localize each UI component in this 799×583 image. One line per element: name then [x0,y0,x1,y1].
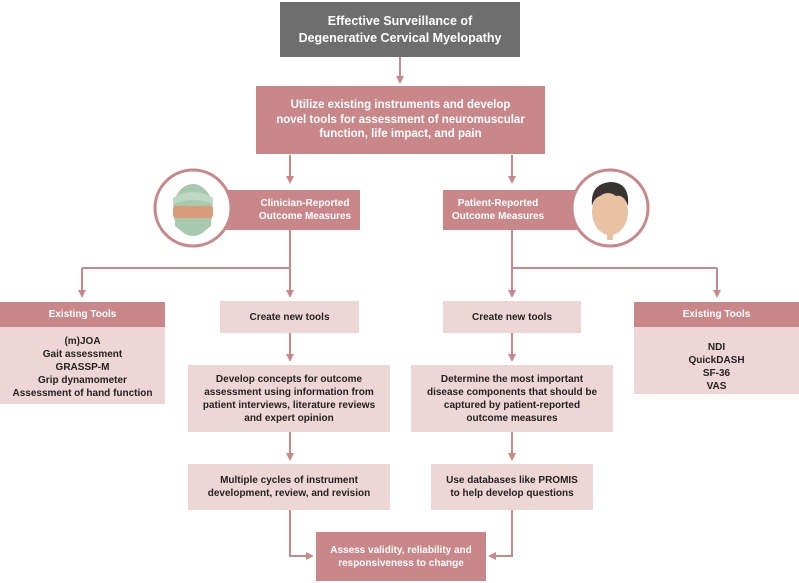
list-item: (m)JOA [64,336,101,347]
list-item: VAS [706,381,727,392]
clinician-develop-concepts: Develop concepts for outcome assessment … [188,365,390,432]
patient-existing-tools: Existing Tools NDI QuickDASH SF-36 VAS [634,302,799,394]
list-item: NDI [707,342,726,353]
clinician-existing-tools: Existing Tools (m)JOA Gait assessment GR… [0,302,165,404]
clinician-existing-tools-list: (m)JOA Gait assessment GRASSP-M Grip dyn… [0,327,165,400]
list-item: GRASSP-M [55,362,110,373]
clinician-reported-box: Clinician-Reported Outcome Measures [220,190,360,230]
patient-create-new-tools: Create new tools [443,301,581,333]
patient-face-icon [570,168,650,248]
clinician-create-new-tools: Create new tools [220,301,359,333]
utilize-box: Utilize existing instruments and develop… [256,86,545,154]
patient-determine-components: Determine the most important disease com… [411,365,613,432]
title-box: Effective Surveillance of Degenerative C… [280,2,520,57]
list-item: Gait assessment [42,349,123,360]
assess-validity-box: Assess validity, reliability and respons… [316,532,486,581]
patient-existing-tools-header: Existing Tools [634,302,799,327]
list-item: Grip dynamometer [38,375,127,386]
masked-clinician-icon [153,168,233,248]
arrow-databases-to-assess [488,510,513,560]
clinician-existing-tools-header: Existing Tools [0,302,165,327]
patient-use-databases: Use databases like PROMIS to help develo… [431,464,593,510]
arrow-cycles-to-assess [289,510,314,560]
list-item: QuickDASH [688,355,745,366]
patient-reported-box: Patient-Reported Outcome Measures [443,190,583,230]
list-item: Assessment of hand function [12,388,153,399]
patient-existing-tools-list: NDI QuickDASH SF-36 VAS [634,327,799,393]
clinician-multiple-cycles: Multiple cycles of instrument developmen… [188,464,390,510]
list-item: SF-36 [702,368,731,379]
